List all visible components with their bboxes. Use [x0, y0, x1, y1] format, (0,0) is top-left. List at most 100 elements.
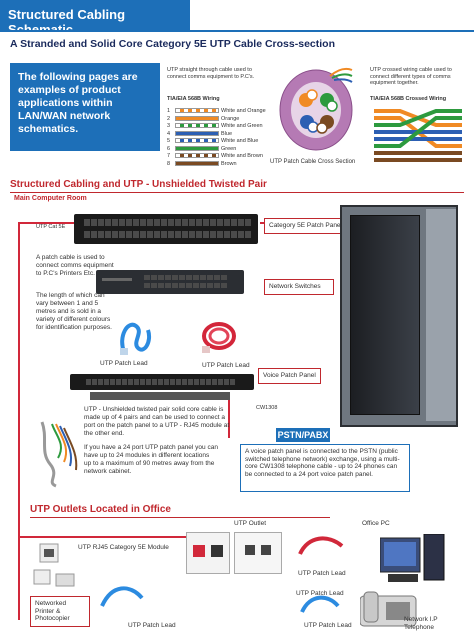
outlet-socket-red: [193, 545, 205, 557]
port: [154, 231, 160, 238]
port: [165, 275, 171, 280]
switch-ports: [144, 275, 227, 280]
port: [186, 283, 192, 288]
wire-color-label: White and Green: [221, 123, 263, 129]
wire-number: 5: [167, 138, 171, 144]
port: [203, 231, 209, 238]
port: [119, 219, 125, 226]
port: [196, 219, 202, 226]
wire-color-label: Blue: [221, 130, 233, 137]
intro-box: The following pages are examples of prod…: [10, 63, 160, 151]
rj45-module-label: UTP RJ45 Category 5E Module: [78, 544, 169, 551]
port: [140, 379, 145, 385]
utp-patch-lead-label-3: UTP Patch Lead: [298, 570, 346, 577]
port: [112, 231, 118, 238]
voice-panel-cabling: [90, 392, 230, 400]
port: [182, 219, 188, 226]
page-subtitle: A Stranded and Solid Core Category 5E UT…: [10, 38, 335, 50]
port: [189, 219, 195, 226]
utp-patch-lead-label-1: UTP Patch Lead: [100, 360, 148, 367]
wire-color-label: White and Blue: [221, 138, 259, 144]
port: [161, 231, 167, 238]
network-cabinet: [340, 205, 458, 427]
wire-strand: [175, 138, 219, 143]
port: [158, 283, 164, 288]
network-ip-phone-label: Network I.P Telephone: [404, 616, 438, 631]
section1-title: Structured Cabling and UTP - Unshielded …: [10, 179, 267, 190]
port: [179, 275, 185, 280]
port: [158, 275, 164, 280]
port: [206, 379, 211, 385]
section2-rule: [30, 517, 330, 518]
intro-text: The following pages are examples of prod…: [18, 71, 138, 135]
port: [104, 379, 109, 385]
port: [84, 231, 90, 238]
crossed-wire: [374, 109, 462, 127]
pstn-badge: PSTN/PABX: [276, 428, 330, 442]
port: [188, 379, 193, 385]
port: [133, 219, 139, 226]
straight-caption: UTP straight through cable used to conne…: [167, 67, 255, 80]
port: [164, 379, 169, 385]
utp-patch-lead-label-2: UTP Patch Lead: [202, 362, 250, 369]
port: [175, 231, 181, 238]
port: [98, 379, 103, 385]
wire-number: 6: [167, 145, 171, 152]
port: [122, 379, 127, 385]
port: [158, 379, 163, 385]
port: [152, 379, 157, 385]
utp-patch-lead-label-6: UTP Patch Lead: [304, 622, 352, 629]
port: [207, 283, 213, 288]
cable-line-office: [18, 536, 190, 538]
blue-patch-lead-image: [118, 316, 154, 356]
port: [189, 231, 195, 238]
wire-number: 4: [167, 130, 171, 137]
wire-strand: [175, 160, 219, 166]
cabinet-side-panel: [426, 209, 456, 421]
wire-number: 1: [167, 108, 171, 114]
title-banner: Structured Cabling Schematic: [0, 0, 190, 37]
office-pc-label: Office PC: [362, 520, 390, 527]
pstn-info: A voice patch panel is connected to the …: [240, 444, 410, 492]
wall-outlet-double: [186, 532, 230, 574]
port: [218, 379, 223, 385]
port: [175, 219, 181, 226]
port: [200, 379, 205, 385]
port: [200, 275, 206, 280]
port: [207, 275, 213, 280]
port: [154, 219, 160, 226]
port: [146, 379, 151, 385]
wire-number: 2: [167, 115, 171, 122]
port: [179, 283, 185, 288]
port: [128, 379, 133, 385]
port: [182, 231, 188, 238]
outlet-socket-1: [245, 545, 255, 555]
wire-color-label: Green: [221, 145, 237, 152]
patch-panel-ports-lower: [84, 231, 251, 238]
port: [140, 231, 146, 238]
crossed-caption: UTP crossed wiring cable used to connect…: [370, 67, 452, 86]
rj45-modules-image: [32, 540, 78, 594]
cw1308-label: CW1308: [256, 405, 278, 411]
port: [134, 379, 139, 385]
utp-patch-lead-label-5: UTP Patch Lead: [128, 622, 176, 629]
port: [172, 275, 178, 280]
port: [170, 379, 175, 385]
wire-strand: [175, 153, 219, 158]
patch-lead-info: A patch cable is used to connect comms e…: [36, 254, 114, 277]
port: [245, 219, 251, 226]
port: [186, 275, 192, 280]
switch-led-strip: [102, 278, 132, 281]
port: [168, 219, 174, 226]
port: [161, 219, 167, 226]
wall-outlet-single: [234, 532, 282, 574]
crossed-wiring-diagram: [370, 107, 466, 165]
outlet-socket-black: [211, 545, 223, 557]
port: [165, 283, 171, 288]
port: [144, 283, 150, 288]
wire-color-label: White and Brown: [221, 153, 263, 159]
wire-strand: [175, 130, 219, 136]
port: [116, 379, 121, 385]
cable-cross-section: [272, 62, 354, 154]
port: [210, 219, 216, 226]
